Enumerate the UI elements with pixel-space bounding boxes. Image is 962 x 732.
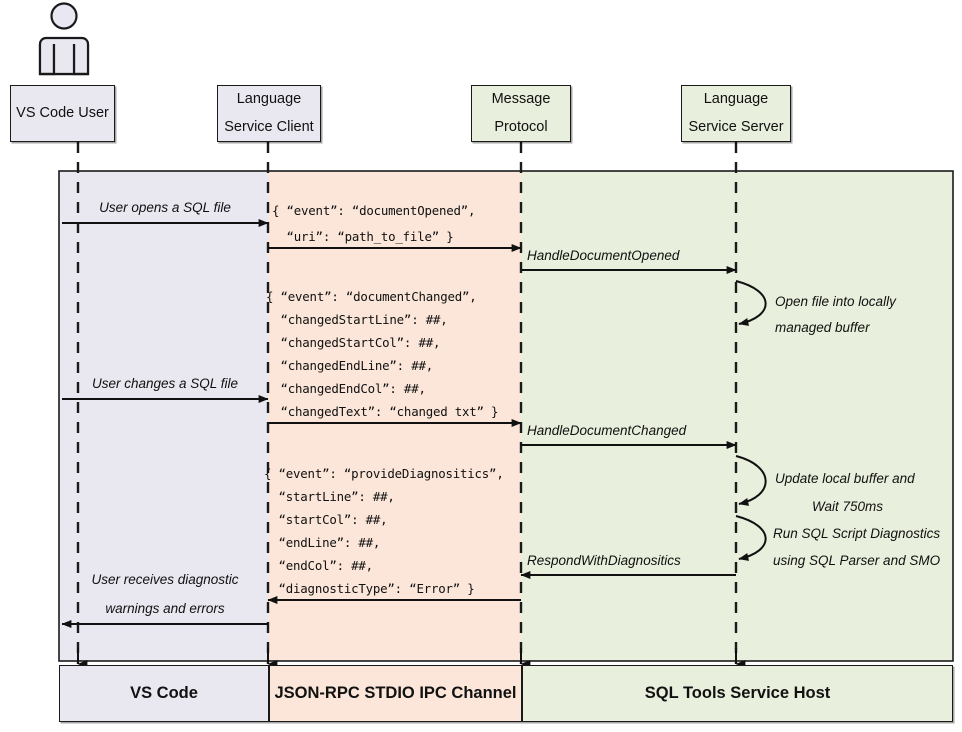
payload-document-changed-line-3: “changedEndLine”: ##, xyxy=(266,358,434,373)
payload-document-changed-line-1: “changedStartLine”: ##, xyxy=(266,312,448,327)
payload-document-opened-line-0: { “event”: “documentOpened”, xyxy=(272,203,476,218)
self-note-run-diagnostics-line2: using SQL Parser and SMO xyxy=(773,553,941,568)
participant-label-line2: Service Client xyxy=(224,118,314,135)
person-icon xyxy=(38,2,90,76)
participant-label-line1: Message xyxy=(491,90,551,107)
self-note-open-file-line1: Open file into locally xyxy=(775,294,896,309)
participant-language-service-client[interactable]: Language Service Client xyxy=(217,85,321,142)
payload-document-changed-line-2: “changedStartCol”: ##, xyxy=(266,335,441,350)
band-vs-code xyxy=(59,171,268,661)
participant-language-service-server[interactable]: Language Service Server xyxy=(681,85,791,142)
payload-document-opened-line-1: “uri”: “path_to_file” } xyxy=(272,229,454,244)
self-note-open-file-line2: managed buffer xyxy=(775,320,870,335)
payload-provide-diagnositics-line-1: “startLine”: ##, xyxy=(264,489,395,504)
self-note-update-buffer-line2: Wait 750ms xyxy=(812,499,884,514)
message-label-user-receives-diagnostics-line1: User receives diagnostic xyxy=(91,572,239,587)
participant-label-line2: Service Server xyxy=(688,118,784,135)
payload-document-changed-line-0: { “event”: “documentChanged”, xyxy=(266,289,477,304)
footer-label: VS Code xyxy=(130,684,198,702)
payload-provide-diagnositics-line-2: “startCol”: ##, xyxy=(264,512,388,527)
message-label-handle-document-opened: HandleDocumentOpened xyxy=(527,248,680,263)
footer-vs-code[interactable]: VS Code xyxy=(59,665,269,722)
self-note-update-buffer-line1: Update local buffer and xyxy=(775,471,915,486)
message-label-user-changes-sql-file: User changes a SQL file xyxy=(91,376,239,391)
payload-document-changed-line-4: “changedEndCol”: ##, xyxy=(266,381,426,396)
footer-jsonrpc-stdio-ipc-channel[interactable]: JSON-RPC STDIO IPC Channel xyxy=(269,665,522,722)
payload-document-changed-line-5: “changedText”: “changed txt” } xyxy=(266,404,499,419)
participant-message-protocol[interactable]: Message Protocol xyxy=(471,85,571,142)
footer-label: JSON-RPC STDIO IPC Channel xyxy=(274,684,517,702)
participant-label-line1: VS Code User xyxy=(16,104,109,121)
selfloop-open-file xyxy=(735,280,767,326)
self-note-run-diagnostics-line1: Run SQL Script Diagnostics xyxy=(773,526,941,541)
participant-label-line1: Language xyxy=(236,90,302,107)
payload-provide-diagnositics-line-4: “endCol”: ##, xyxy=(264,558,374,573)
payload-provide-diagnositics-line-5: “diagnosticType”: “Error” } xyxy=(264,581,475,596)
band-ipc-channel xyxy=(268,171,521,661)
selfloop-update-buffer xyxy=(735,455,767,506)
participant-label-line2: Protocol xyxy=(494,118,548,135)
message-label-handle-document-changed: HandleDocumentChanged xyxy=(527,423,687,438)
selfloop-run-diagnostics xyxy=(735,515,767,561)
message-label-user-opens-sql-file: User opens a SQL file xyxy=(99,200,231,215)
participant-vs-code-user[interactable]: VS Code User xyxy=(10,85,115,142)
footer-label: SQL Tools Service Host xyxy=(644,684,831,702)
message-label-user-receives-diagnostics-line2: warnings and errors xyxy=(105,601,225,616)
message-label-respond-with-diagnositics: RespondWithDiagnositics xyxy=(527,553,681,568)
payload-provide-diagnositics-line-3: “endLine”: ##, xyxy=(264,535,381,550)
participant-label-line1: Language xyxy=(703,90,769,107)
footer-sql-tools-service-host[interactable]: SQL Tools Service Host xyxy=(522,665,953,722)
payload-provide-diagnositics-line-0: { “event”: “provideDiagnositics”, xyxy=(264,466,504,481)
